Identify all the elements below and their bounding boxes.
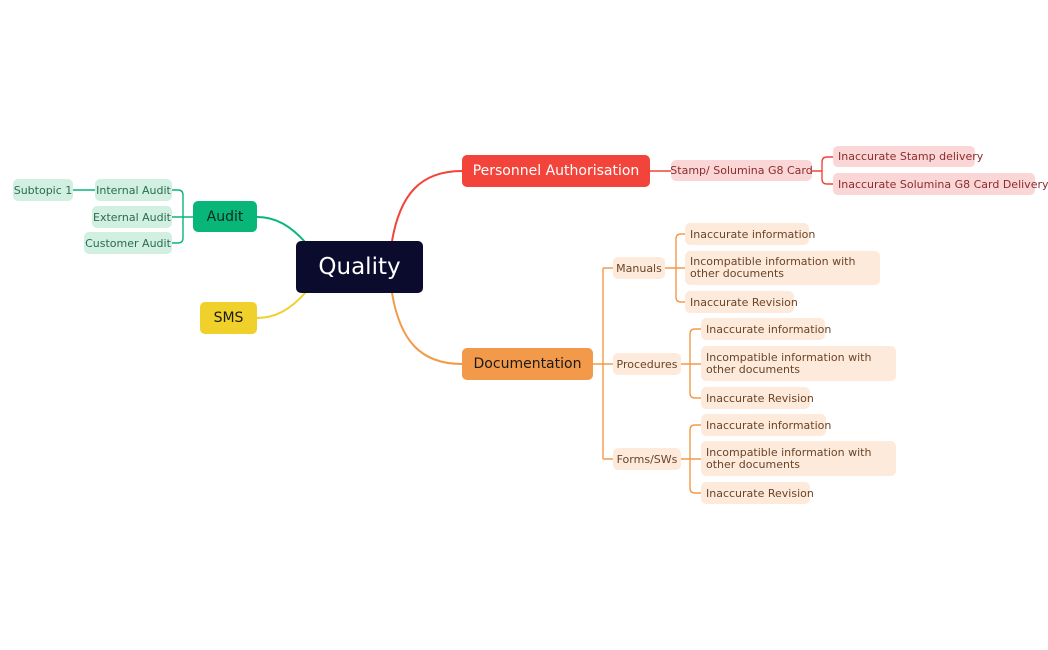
subtopic-procedures[interactable]: Procedures bbox=[613, 353, 681, 375]
connector-documentation bbox=[391, 292, 463, 365]
item-inaccurate-g8-card-delivery[interactable]: Inaccurate Solumina G8 Card Delivery bbox=[833, 173, 1048, 195]
item-external-audit[interactable]: External Audit bbox=[92, 206, 172, 228]
item-procedures-incompatible-information[interactable]: Incompatible information with other docu… bbox=[701, 346, 896, 381]
item-procedures-inaccurate-revision[interactable]: Inaccurate Revision bbox=[701, 387, 814, 409]
topic-documentation[interactable]: Documentation bbox=[462, 348, 593, 380]
item-manuals-incompatible-information[interactable]: Incompatible information with other docu… bbox=[685, 251, 880, 285]
subtopic-stamp-card[interactable]: Stamp/ Solumina G8 Card bbox=[670, 160, 813, 181]
subtopic-forms-sws[interactable]: Forms/SWs bbox=[613, 448, 681, 470]
item-manuals-inaccurate-information[interactable]: Inaccurate information bbox=[685, 223, 815, 245]
topic-sms[interactable]: SMS bbox=[200, 302, 257, 334]
item-customer-audit[interactable]: Customer Audit bbox=[84, 232, 172, 254]
topic-personnel-authorisation[interactable]: Personnel Authorisation bbox=[462, 155, 650, 187]
item-manuals-inaccurate-revision[interactable]: Inaccurate Revision bbox=[685, 291, 798, 313]
root-topic[interactable]: Quality bbox=[296, 241, 423, 293]
item-procedures-inaccurate-information[interactable]: Inaccurate information bbox=[701, 318, 831, 340]
item-forms-inaccurate-information[interactable]: Inaccurate information bbox=[701, 414, 831, 436]
item-forms-inaccurate-revision[interactable]: Inaccurate Revision bbox=[701, 482, 814, 504]
item-forms-incompatible-information[interactable]: Incompatible information with other docu… bbox=[701, 441, 896, 476]
connector-personnel bbox=[391, 170, 463, 242]
item-inaccurate-stamp-delivery[interactable]: Inaccurate Stamp delivery bbox=[833, 146, 983, 167]
connector-sms bbox=[256, 291, 307, 319]
topic-audit[interactable]: Audit bbox=[193, 201, 257, 232]
connector-audit bbox=[256, 216, 307, 244]
item-internal-audit[interactable]: Internal Audit bbox=[95, 179, 172, 201]
subtopic-manuals[interactable]: Manuals bbox=[613, 257, 665, 279]
subtopic-1[interactable]: Subtopic 1 bbox=[13, 179, 73, 201]
